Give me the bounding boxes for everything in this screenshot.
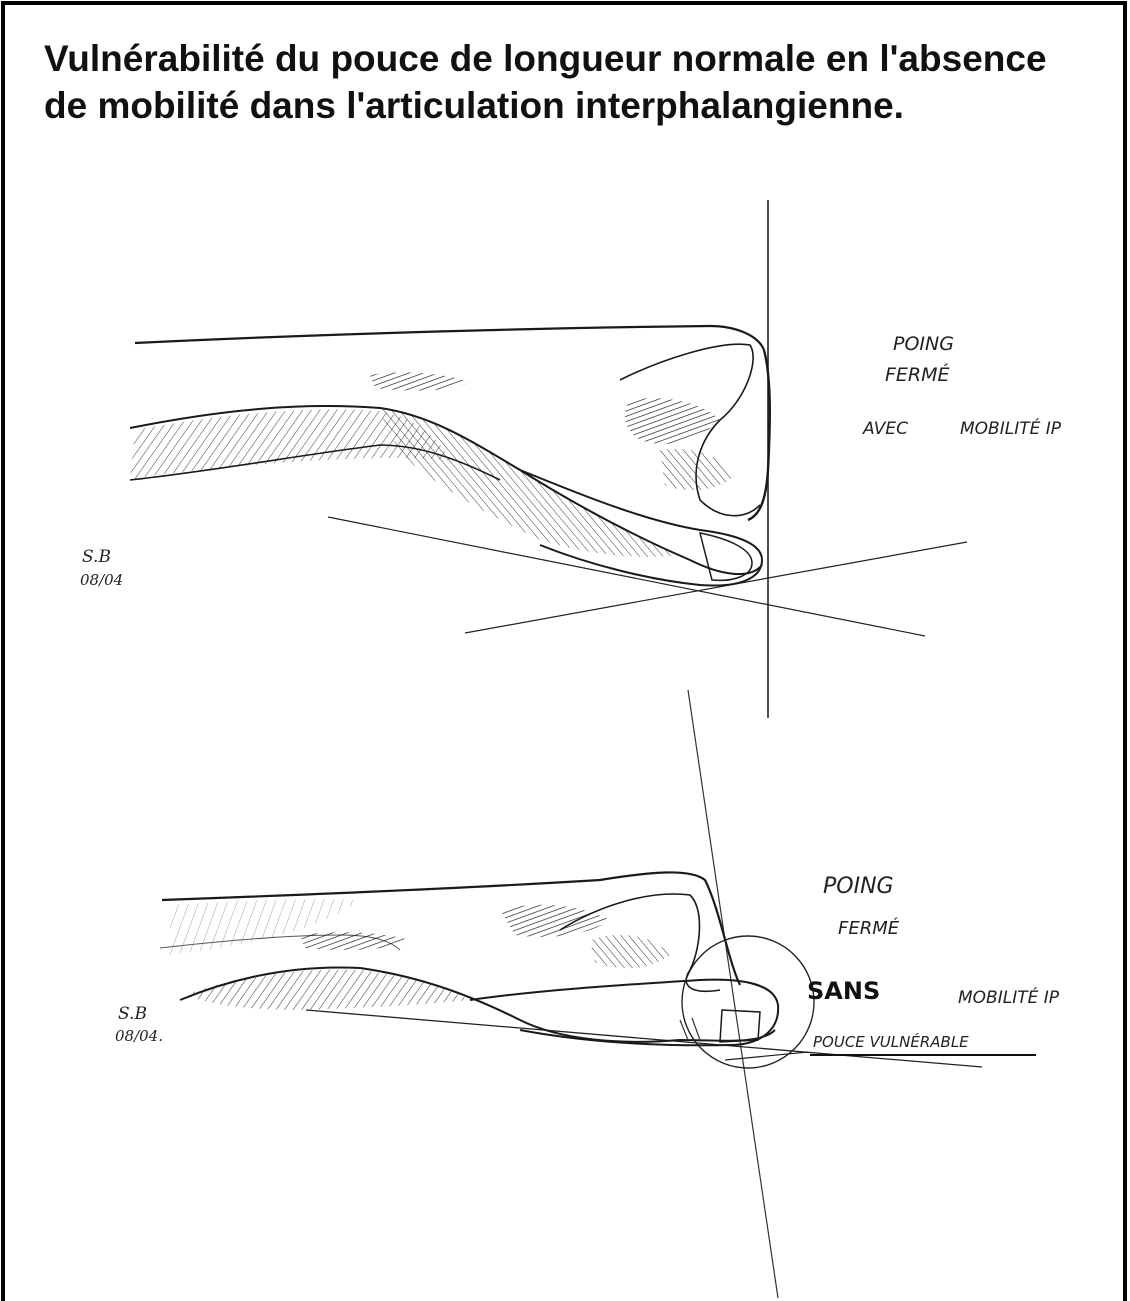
bottom-label-pouce-vulnerable: POUCE VULNÉRABLE [813,1032,969,1051]
top-signature-date: 08/04 [80,571,123,589]
bottom-signature-initials: S.B [118,1004,147,1024]
bottom-fist-sketch: POING FERMÉ SANS MOBILITÉ IP POUCE VULNÉ… [115,690,1060,1298]
top-label-mobilite: MOBILITÉ IP [960,417,1062,439]
bottom-label-mobilite: MOBILITÉ IP [958,986,1060,1008]
bottom-slanted-reference-line [688,690,778,1298]
bottom-vulnerable-thumb-circle [682,936,814,1068]
top-wrist-shadow [370,372,470,390]
bottom-finger-shading [590,935,670,968]
top-palm-dark-shading [625,398,720,444]
top-diagonal-line-2 [465,542,967,633]
bottom-label-poing: POING [823,874,894,899]
bottom-thumb-joint-creases [680,1018,700,1040]
top-label-ferme: FERMÉ [885,363,950,386]
bottom-signature-date: 08/04. [115,1027,163,1045]
top-finger-shading [660,449,735,490]
bottom-label-sans: SANS [807,977,880,1005]
top-fist-sketch: POING FERMÉ AVEC MOBILITÉ IP S.B 08/04 [80,200,1062,718]
top-signature-initials: S.B [82,547,111,567]
top-label-avec: AVEC [862,419,908,439]
top-fist-front-outline [748,350,770,520]
top-label-poing: POING [893,333,954,355]
bottom-forearm-shading [185,970,470,1010]
bottom-palm-dark-shading [500,905,610,937]
top-forearm-upper-edge [135,326,764,350]
bottom-short-line [725,1052,808,1060]
bottom-label-ferme: FERMÉ [838,917,900,939]
bottom-wrist-shadow [300,932,410,950]
